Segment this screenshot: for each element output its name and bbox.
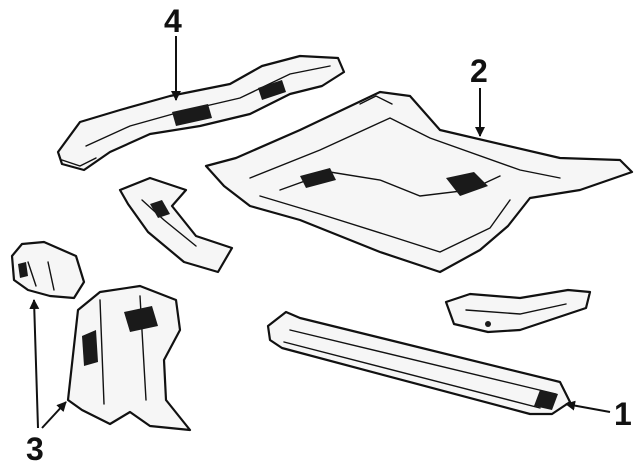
- leader-3b: [41, 401, 67, 429]
- seat-bracket-small-part: [10, 240, 86, 300]
- rocker-part: [266, 310, 572, 416]
- callout-1: 1: [614, 396, 632, 432]
- floor-brace-part: [118, 176, 234, 274]
- callout-2: 2: [470, 53, 488, 89]
- floor-pan-part: [204, 90, 634, 274]
- leader-1: [565, 400, 611, 413]
- callout-4: 4: [164, 3, 182, 39]
- seat-bracket-large-part: [66, 284, 192, 432]
- callout-3: 3: [26, 431, 44, 467]
- side-bracket-part: [444, 288, 592, 334]
- crossmember-part: [56, 54, 346, 172]
- leader-3a: [29, 299, 40, 429]
